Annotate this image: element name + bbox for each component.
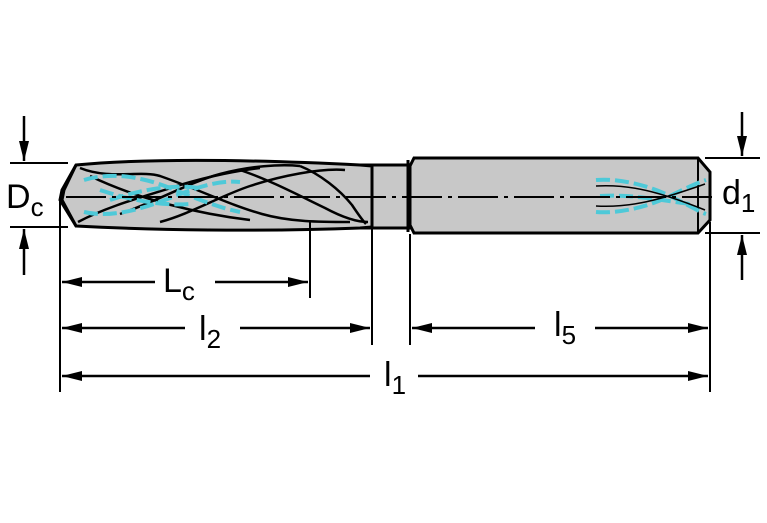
l5-label: l5 (554, 306, 576, 350)
drill-point (58, 164, 78, 227)
coolant-channels-dark (595, 183, 706, 211)
fluted-section (60, 158, 374, 232)
l2-label: l2 (199, 310, 221, 354)
dc-label: Dc (6, 178, 44, 222)
d1-label: d1 (722, 174, 755, 218)
drill-body (58, 156, 712, 235)
lc-label: Lc (163, 262, 195, 306)
flute-helix-lines (77, 164, 369, 225)
l1-label: l1 (384, 356, 406, 400)
extension-lines (10, 157, 760, 392)
